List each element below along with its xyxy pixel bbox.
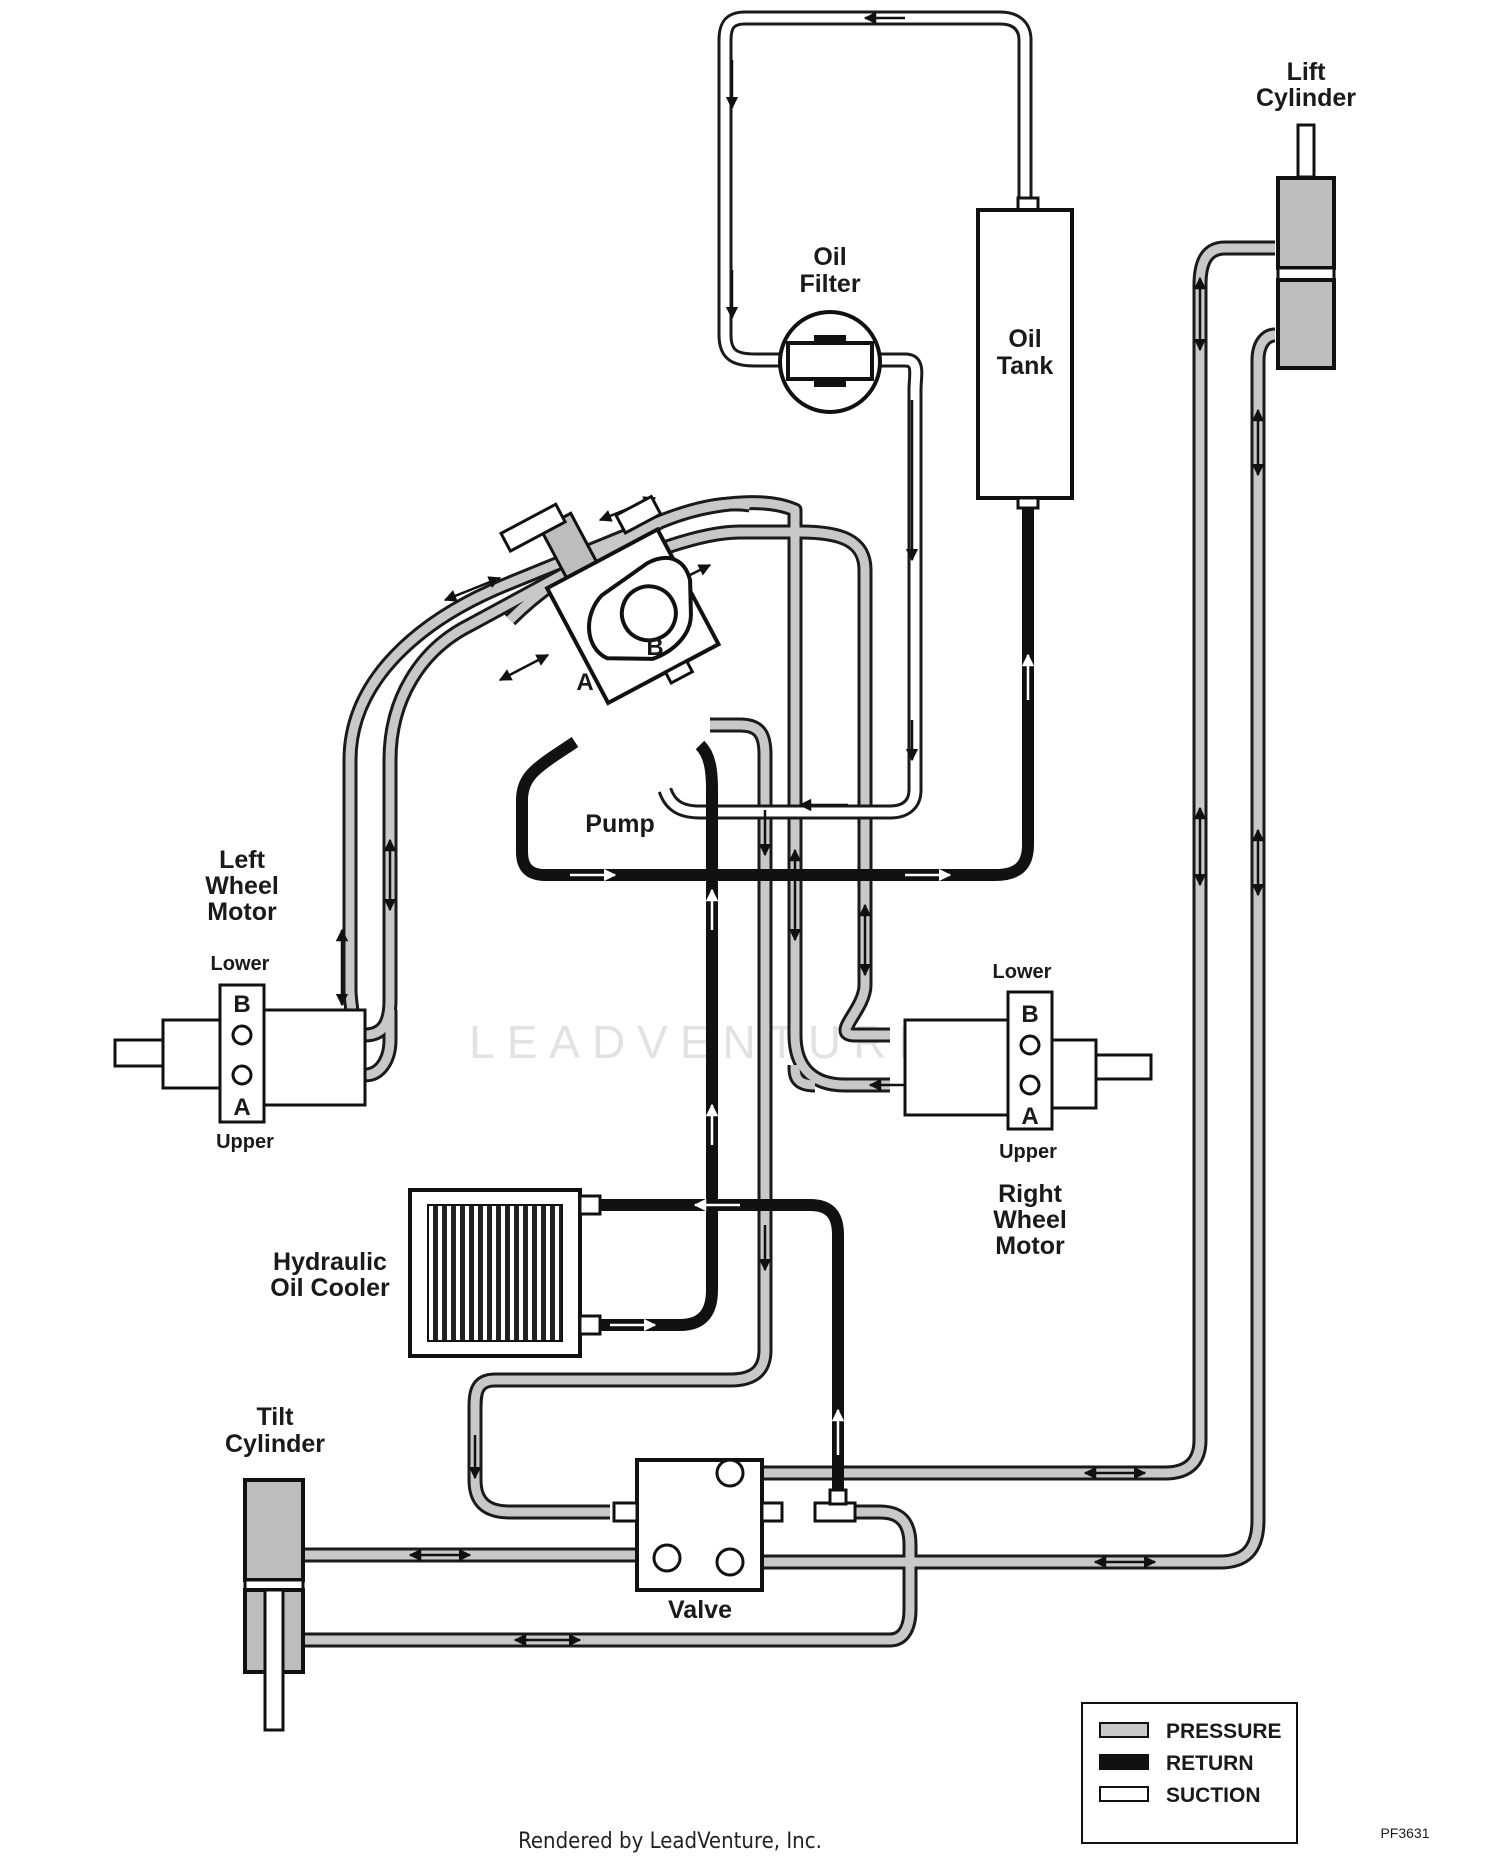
lift-cylinder-label-line2: Cylinder xyxy=(1256,84,1356,112)
suction-lines xyxy=(657,10,1033,820)
valve: Valve xyxy=(612,1458,857,1624)
pressure-lines xyxy=(300,240,1276,1648)
legend-label-pressure: PRESSURE xyxy=(1166,1720,1282,1743)
hydraulic-oil-cooler: Hydraulic Oil Cooler xyxy=(270,1188,602,1358)
legend-swatch-pressure xyxy=(1099,1722,1149,1738)
right-motor-lower-label: Lower xyxy=(993,961,1052,983)
legend-swatch-return xyxy=(1099,1754,1149,1770)
right-wheel-motor-label-line2: Wheel xyxy=(993,1206,1067,1234)
pump-port-b: B xyxy=(646,634,663,661)
right-wheel-motor-label-line3: Motor xyxy=(995,1232,1065,1260)
pump-port-a: A xyxy=(576,669,593,696)
pump-label: Pump xyxy=(585,810,654,838)
diagram-code: PF3631 xyxy=(1380,1825,1429,1841)
left-motor-port-a: A xyxy=(233,1094,250,1121)
legend: PRESSURE RETURN SUCTION xyxy=(1081,1702,1298,1844)
legend-label-suction: SUCTION xyxy=(1166,1784,1261,1807)
right-wheel-motor: B A Lower Upper Right Wheel Motor xyxy=(903,961,1153,1260)
oil-tank-label-line2: Tank xyxy=(997,352,1054,380)
oil-filter-label-line1: Oil xyxy=(813,243,846,271)
right-motor-port-a: A xyxy=(1021,1103,1038,1130)
valve-label: Valve xyxy=(668,1596,732,1624)
legend-label-return: RETURN xyxy=(1166,1752,1254,1775)
left-wheel-motor-label-line1: Left xyxy=(219,846,266,874)
pump: A B Pump xyxy=(498,494,722,838)
left-wheel-motor-label-line2: Wheel xyxy=(205,872,279,900)
oil-filter: Oil Filter xyxy=(778,243,882,414)
left-motor-lower-label: Lower xyxy=(211,953,270,975)
left-motor-upper-label: Upper xyxy=(216,1131,274,1153)
tilt-cylinder-label-line1: Tilt xyxy=(256,1403,294,1431)
tilt-cylinder-label-line2: Cylinder xyxy=(225,1430,325,1458)
lift-cylinder: Lift Cylinder xyxy=(1256,58,1356,370)
legend-swatch-suction xyxy=(1099,1786,1149,1802)
left-wheel-motor-label-line3: Motor xyxy=(207,898,277,926)
footer-text: Rendered by LeadVenture, Inc. xyxy=(518,1829,822,1854)
lift-cylinder-label-line1: Lift xyxy=(1287,58,1327,86)
oil-cooler-label-line1: Hydraulic xyxy=(273,1248,387,1276)
right-wheel-motor-label-line1: Right xyxy=(998,1180,1063,1208)
tilt-cylinder: Tilt Cylinder xyxy=(225,1403,325,1732)
left-wheel-motor: B A Lower Upper Left Wheel Motor xyxy=(113,846,367,1153)
oil-tank-label-line1: Oil xyxy=(1008,325,1041,353)
oil-filter-label-line2: Filter xyxy=(799,270,860,298)
return-lines xyxy=(516,500,1034,1500)
right-motor-upper-label: Upper xyxy=(999,1141,1057,1163)
oil-tank: Oil Tank xyxy=(976,196,1074,510)
left-motor-port-b: B xyxy=(233,991,250,1018)
right-motor-port-b: B xyxy=(1021,1001,1038,1028)
oil-cooler-label-line2: Oil Cooler xyxy=(270,1274,390,1302)
